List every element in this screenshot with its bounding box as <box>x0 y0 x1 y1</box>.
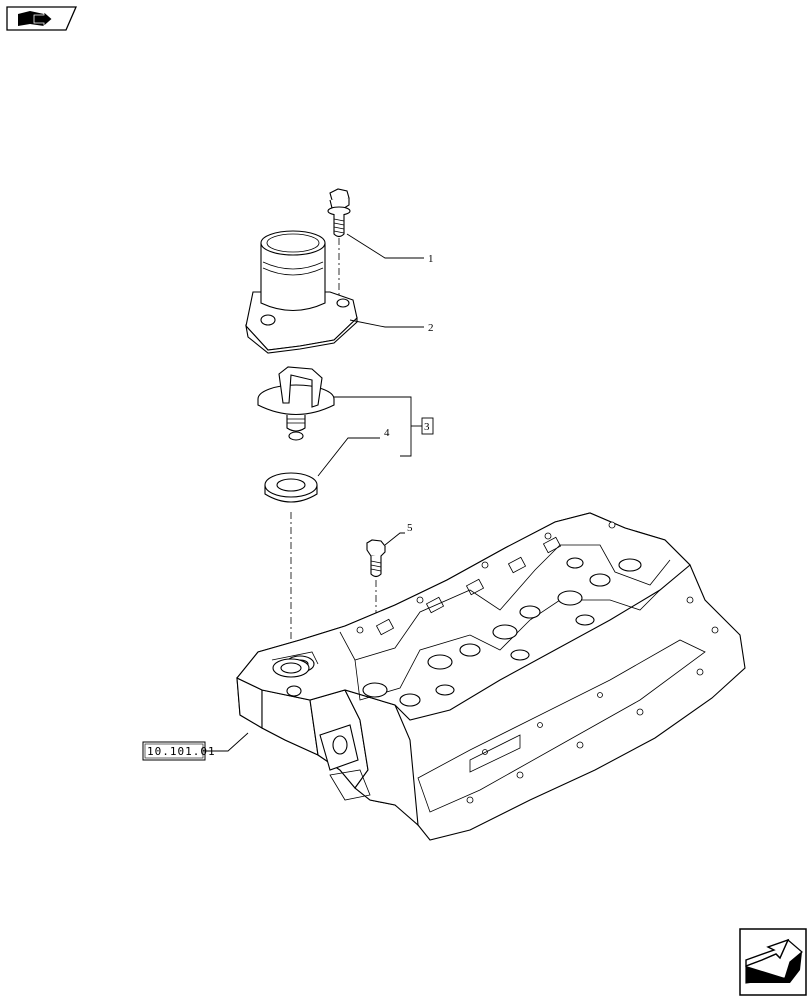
callout-4: 4 <box>317 427 390 477</box>
book-arrow-icon <box>18 11 53 27</box>
callout-1: 1 <box>346 233 434 265</box>
callout-3: 3 <box>334 396 434 457</box>
callout-4-label: 4 <box>384 427 390 439</box>
callout-2-label: 2 <box>428 322 434 334</box>
book-nav-button[interactable] <box>6 6 77 31</box>
part-5-bolt <box>366 539 386 578</box>
callout-2: 2 <box>349 319 434 334</box>
reference-label: 10.101.01 <box>147 745 216 758</box>
next-page-button[interactable] <box>739 928 807 996</box>
callout-5-label: 5 <box>407 522 413 534</box>
part-2-thermostat-housing <box>245 230 358 354</box>
callout-1-label: 1 <box>428 253 434 265</box>
next-page-arrow-icon <box>745 938 803 984</box>
part-3-thermostat <box>257 366 335 441</box>
part-1-bolt <box>327 188 351 238</box>
part-4-seal-ring <box>264 472 318 503</box>
callout-3-label: 3 <box>424 421 430 433</box>
callout-5: 5 <box>384 522 413 546</box>
reference-link-10-101-01[interactable]: 10.101.01 <box>142 732 249 761</box>
cylinder-head <box>236 512 746 841</box>
